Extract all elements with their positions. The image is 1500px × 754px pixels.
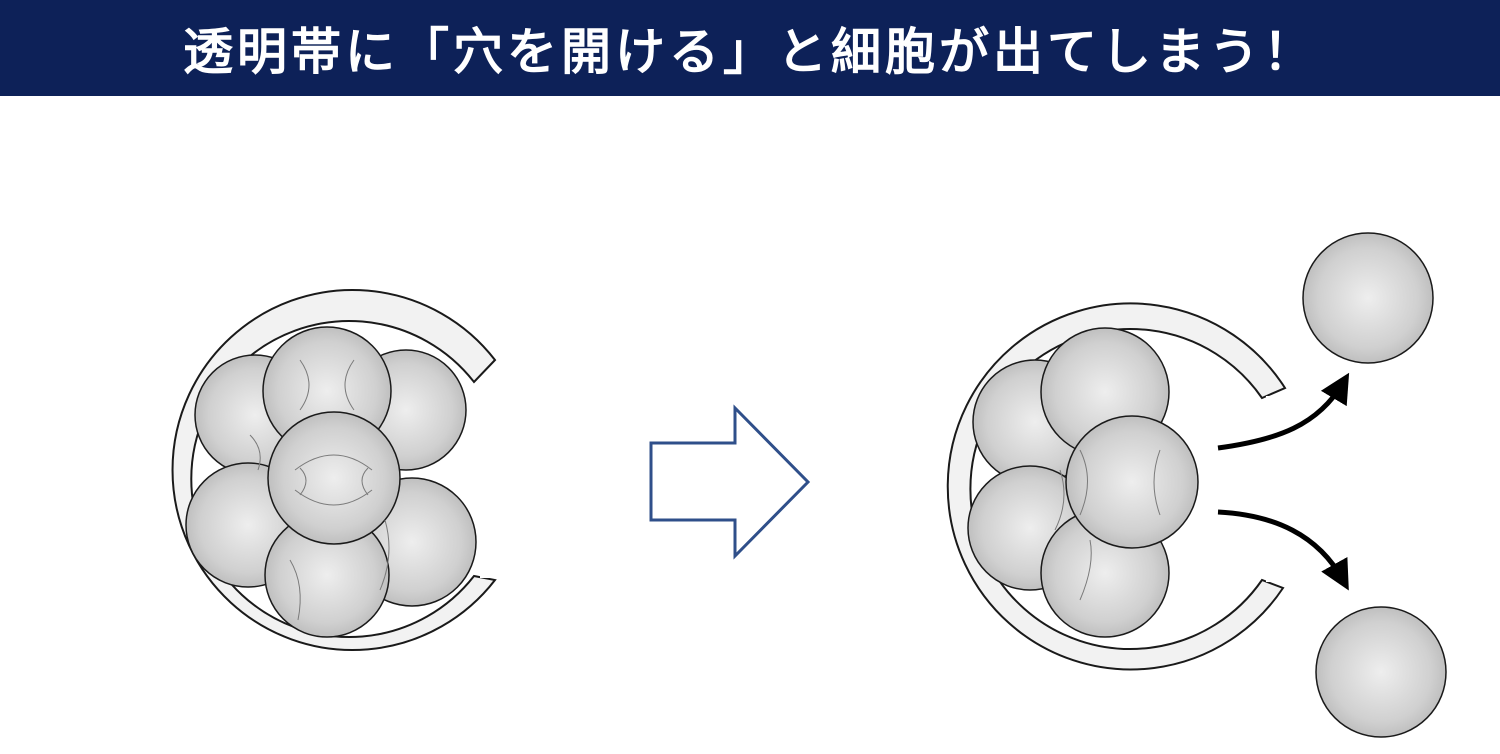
embryo-diagram [171, 232, 1447, 738]
escaped-cell [1315, 606, 1447, 738]
embryo-before [171, 289, 520, 651]
escaped-cell [1302, 232, 1434, 364]
cell [1065, 415, 1199, 549]
escape-arrow-up [1217, 372, 1350, 451]
escape-arrow-down [1217, 509, 1349, 591]
right-arrow-outline-icon [649, 404, 811, 560]
page-title: 透明帯に「穴を開ける」と細胞が出てしまう！ [183, 23, 1317, 81]
cell [267, 411, 401, 545]
embryo-after [946, 232, 1447, 738]
header-banner: 透明帯に「穴を開ける」と細胞が出てしまう！ [0, 0, 1500, 96]
